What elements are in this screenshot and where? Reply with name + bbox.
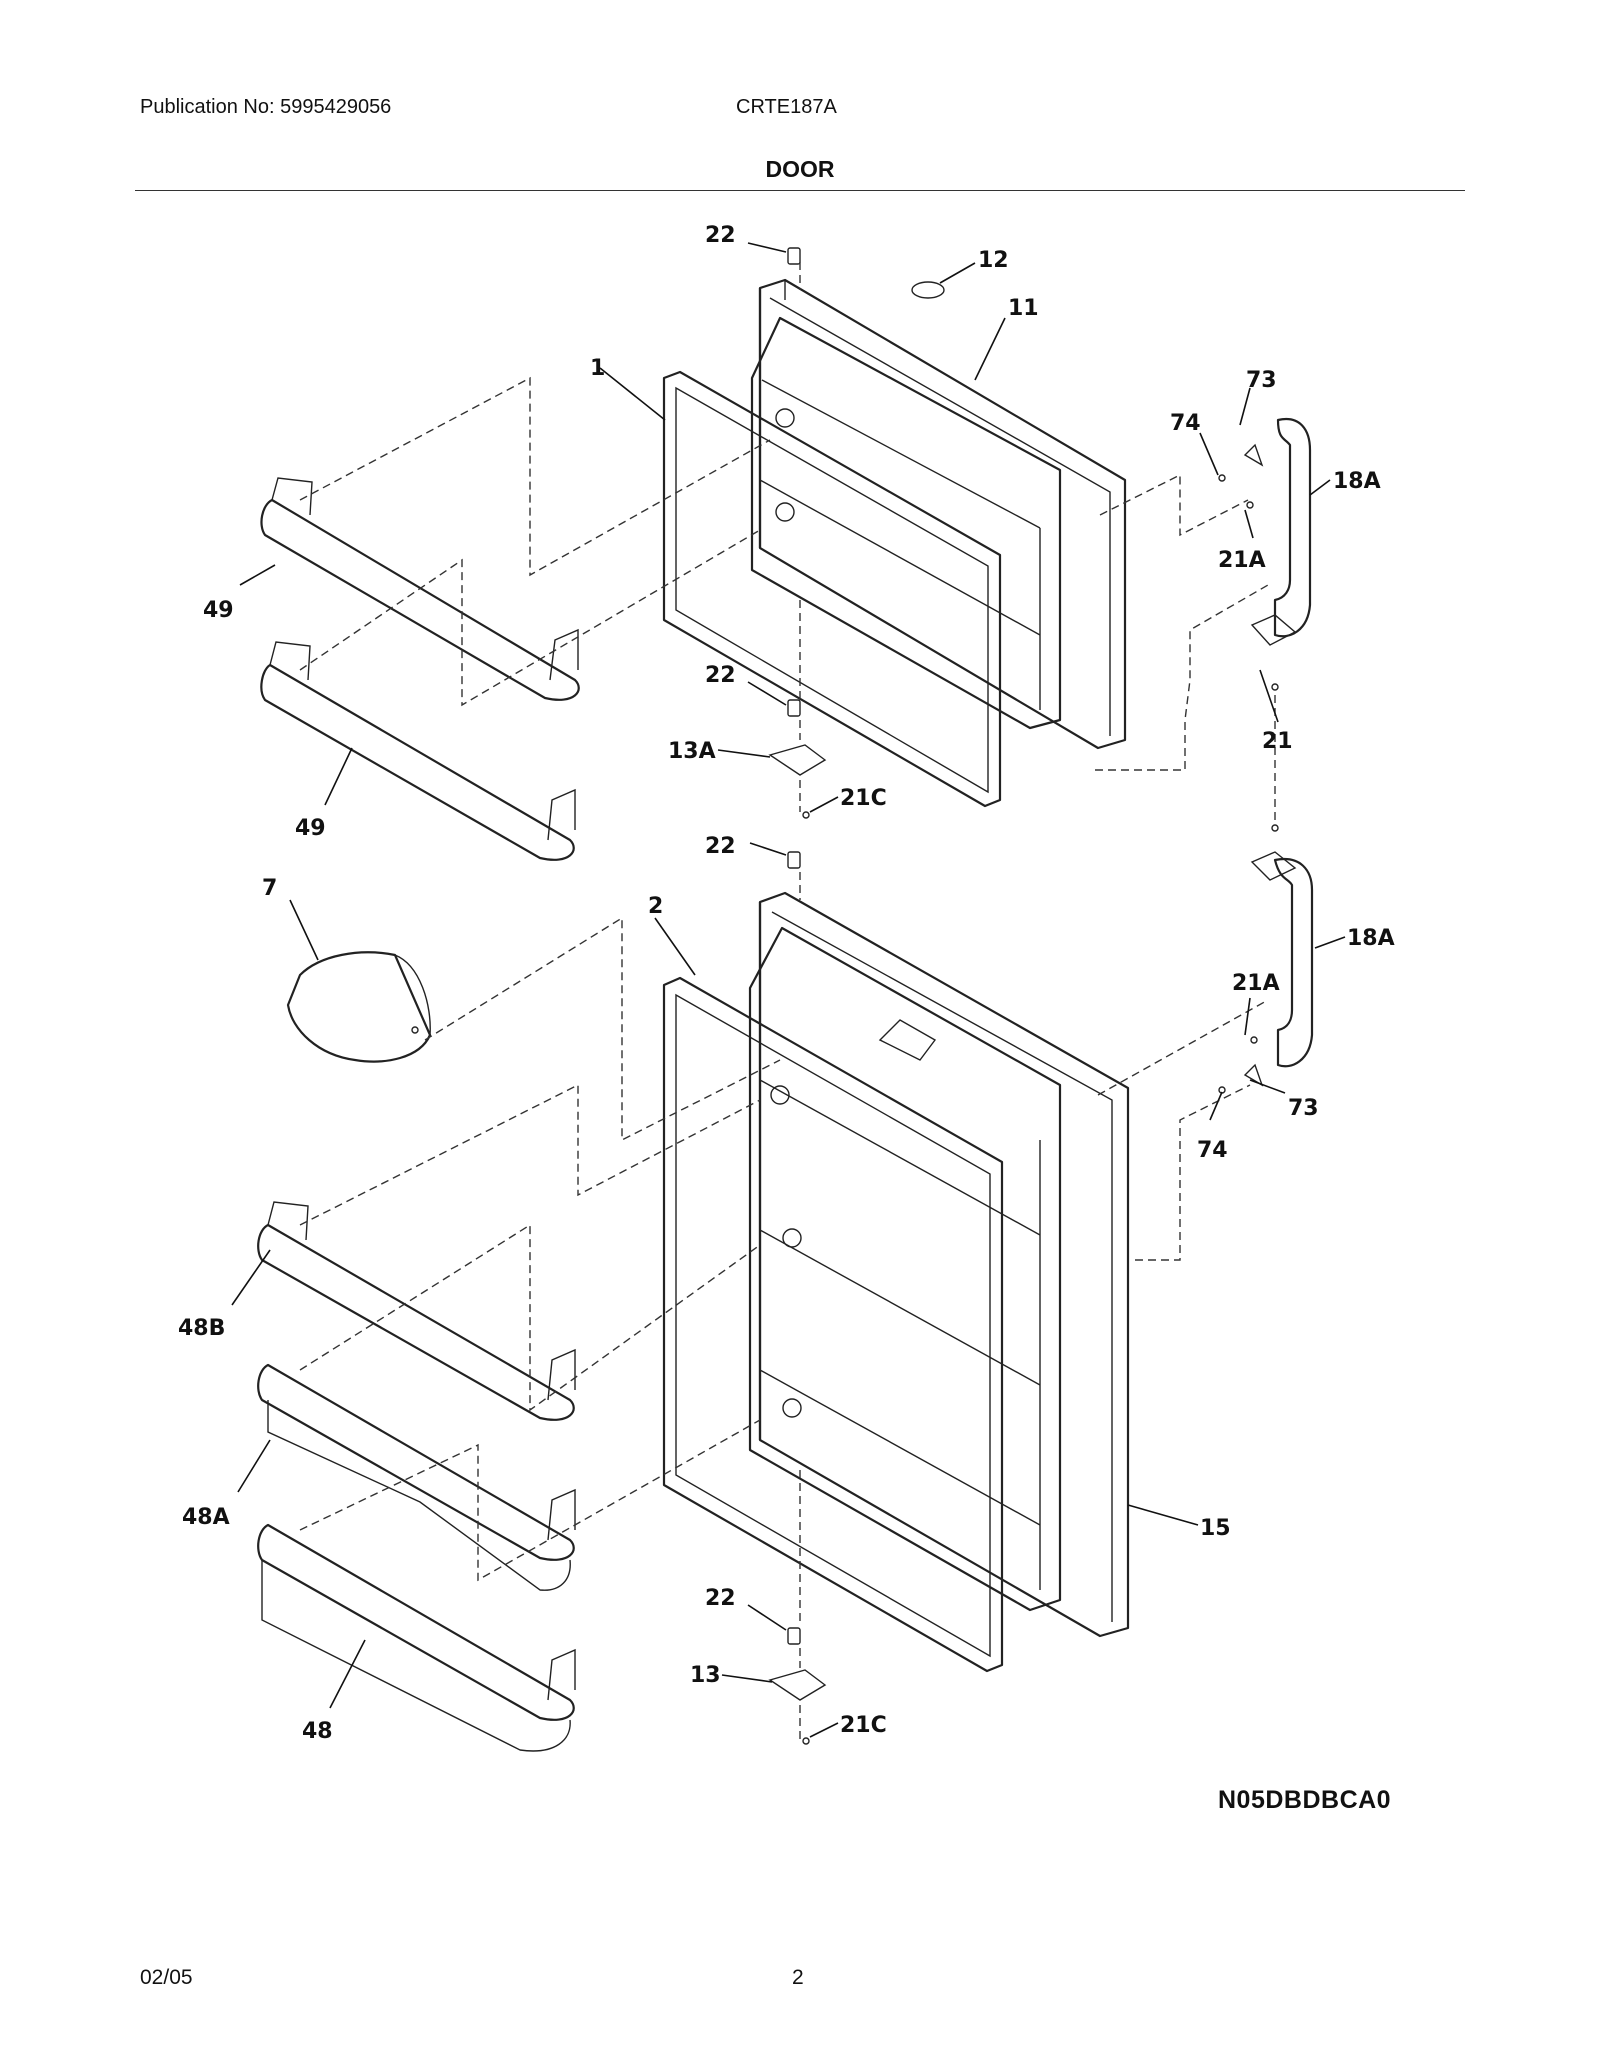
callout-21A-top: 21A (1218, 548, 1266, 573)
fresh-food-handle (1250, 851, 1314, 1068)
leader-lines (231, 242, 1346, 1738)
assembly-lines (299, 262, 1276, 1740)
door-shelf-48B (257, 1201, 576, 1421)
callout-49-bottom: 49 (295, 816, 326, 841)
callout-15: 15 (1200, 1516, 1231, 1541)
callout-73-top: 73 (1246, 368, 1277, 393)
callout-22-mid-upper: 22 (705, 663, 736, 688)
footer-date: 02/05 (140, 1966, 193, 1989)
page-title: DOOR (765, 156, 835, 182)
callout-22-top: 22 (705, 223, 736, 248)
publication-number: Publication No: 5995429056 (140, 96, 392, 118)
bottom-hinge-13 (768, 1669, 827, 1701)
callout-74-top: 74 (1170, 411, 1201, 436)
callout-48B: 48B (178, 1316, 225, 1341)
fresh-food-door-gasket (662, 976, 1004, 1673)
callout-49-top: 49 (203, 598, 234, 623)
callout-18A-bottom: 18A (1347, 926, 1395, 951)
freezer-door-inner-liner (750, 316, 1062, 730)
header-divider (135, 190, 1465, 191)
freezer-door-gasket (662, 370, 1002, 808)
fresh-food-door-outer-panel (758, 891, 1130, 1638)
fresh-food-door-inner-liner (748, 926, 1062, 1612)
callout-74-bottom: 74 (1197, 1138, 1228, 1163)
callout-48A: 48A (182, 1505, 230, 1530)
callout-7: 7 (262, 876, 277, 901)
dairy-compartment-cover (286, 951, 432, 1063)
freezer-door-outer-panel (758, 278, 1127, 750)
callout-2: 2 (648, 894, 663, 919)
center-hinge-13A (768, 744, 827, 776)
callout-22-bottom: 22 (705, 1586, 736, 1611)
freezer-door-shelf-lower (260, 641, 576, 861)
plug-button (911, 281, 945, 299)
hinge-pin-mid-upper (787, 699, 801, 717)
callout-13A: 13A (668, 739, 716, 764)
callout-11: 11 (1008, 296, 1039, 321)
callout-73-bottom: 73 (1288, 1096, 1319, 1121)
callout-1: 1 (590, 356, 605, 381)
freezer-handle (1250, 417, 1312, 646)
hinge-pin-top (787, 247, 801, 265)
diagram-code: N05DBDBCA0 (1218, 1786, 1392, 1814)
callout-18A-top: 18A (1333, 469, 1381, 494)
callout-21C-lower: 21C (840, 1713, 887, 1738)
callout-22-mid-lower: 22 (705, 834, 736, 859)
callout-21C-upper: 21C (840, 786, 887, 811)
door-bin-48 (257, 1523, 576, 1752)
callout-21A-bottom: 21A (1232, 971, 1280, 996)
callout-48: 48 (302, 1719, 333, 1744)
callout-21: 21 (1262, 729, 1293, 754)
page-number: 2 (792, 1966, 804, 1989)
hinge-pin-bottom (787, 1627, 801, 1645)
freezer-door-shelf-upper (260, 477, 580, 701)
callout-13: 13 (690, 1663, 721, 1688)
model-number: CRTE187A (736, 96, 837, 118)
hinge-pin-mid-lower (787, 851, 801, 869)
door-shelf-48A (257, 1363, 576, 1591)
callout-12: 12 (978, 248, 1009, 273)
